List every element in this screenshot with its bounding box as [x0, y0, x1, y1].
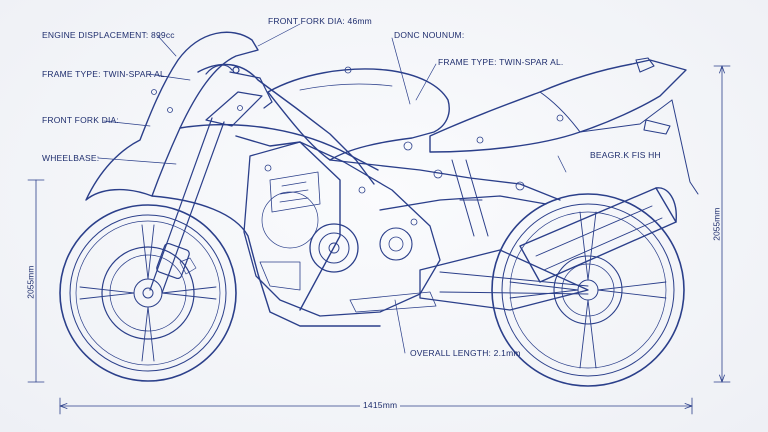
wheelbase-label: WHEELBASE: — [42, 153, 100, 163]
overall-length-label: OVERALL LENGTH: 2.1mm — [410, 348, 521, 358]
front-fork-left-label: FRONT FORK DIA: — [42, 115, 119, 125]
front-wheel — [59, 204, 237, 382]
frame-type-right-label: FRAME TYPE: TWIN-SPAR AL. — [438, 57, 564, 67]
engine-displacement-label: ENGINE DISPLACEMENT: 899cc — [42, 30, 175, 40]
bearing-label: BEAGR.K FIS HH — [590, 150, 661, 160]
fasteners — [151, 89, 564, 226]
exhaust — [519, 187, 677, 283]
bottom-dimension-label: 1415mm — [360, 401, 401, 410]
left-dimension-label: 2055mm — [25, 265, 36, 299]
front-fork — [149, 91, 263, 294]
seat-tail — [429, 57, 699, 195]
fuel-tank — [267, 66, 450, 161]
fairing — [85, 31, 381, 327]
right-dimension-label: 2055mm — [711, 207, 722, 241]
front-fork-top-label: FRONT FORK DIA: 46mm — [268, 16, 372, 26]
frame-swingarm — [329, 159, 589, 311]
frame-type-left-label: FRAME TYPE: TWIN-SPAR AL. — [42, 69, 168, 79]
handlebar — [205, 64, 273, 109]
dimension-lines — [27, 65, 731, 415]
leader-lines — [97, 23, 567, 354]
engine — [243, 141, 441, 317]
done-noun-label: DONC NOUNUM: — [394, 30, 465, 40]
rear-wheel — [491, 193, 685, 387]
